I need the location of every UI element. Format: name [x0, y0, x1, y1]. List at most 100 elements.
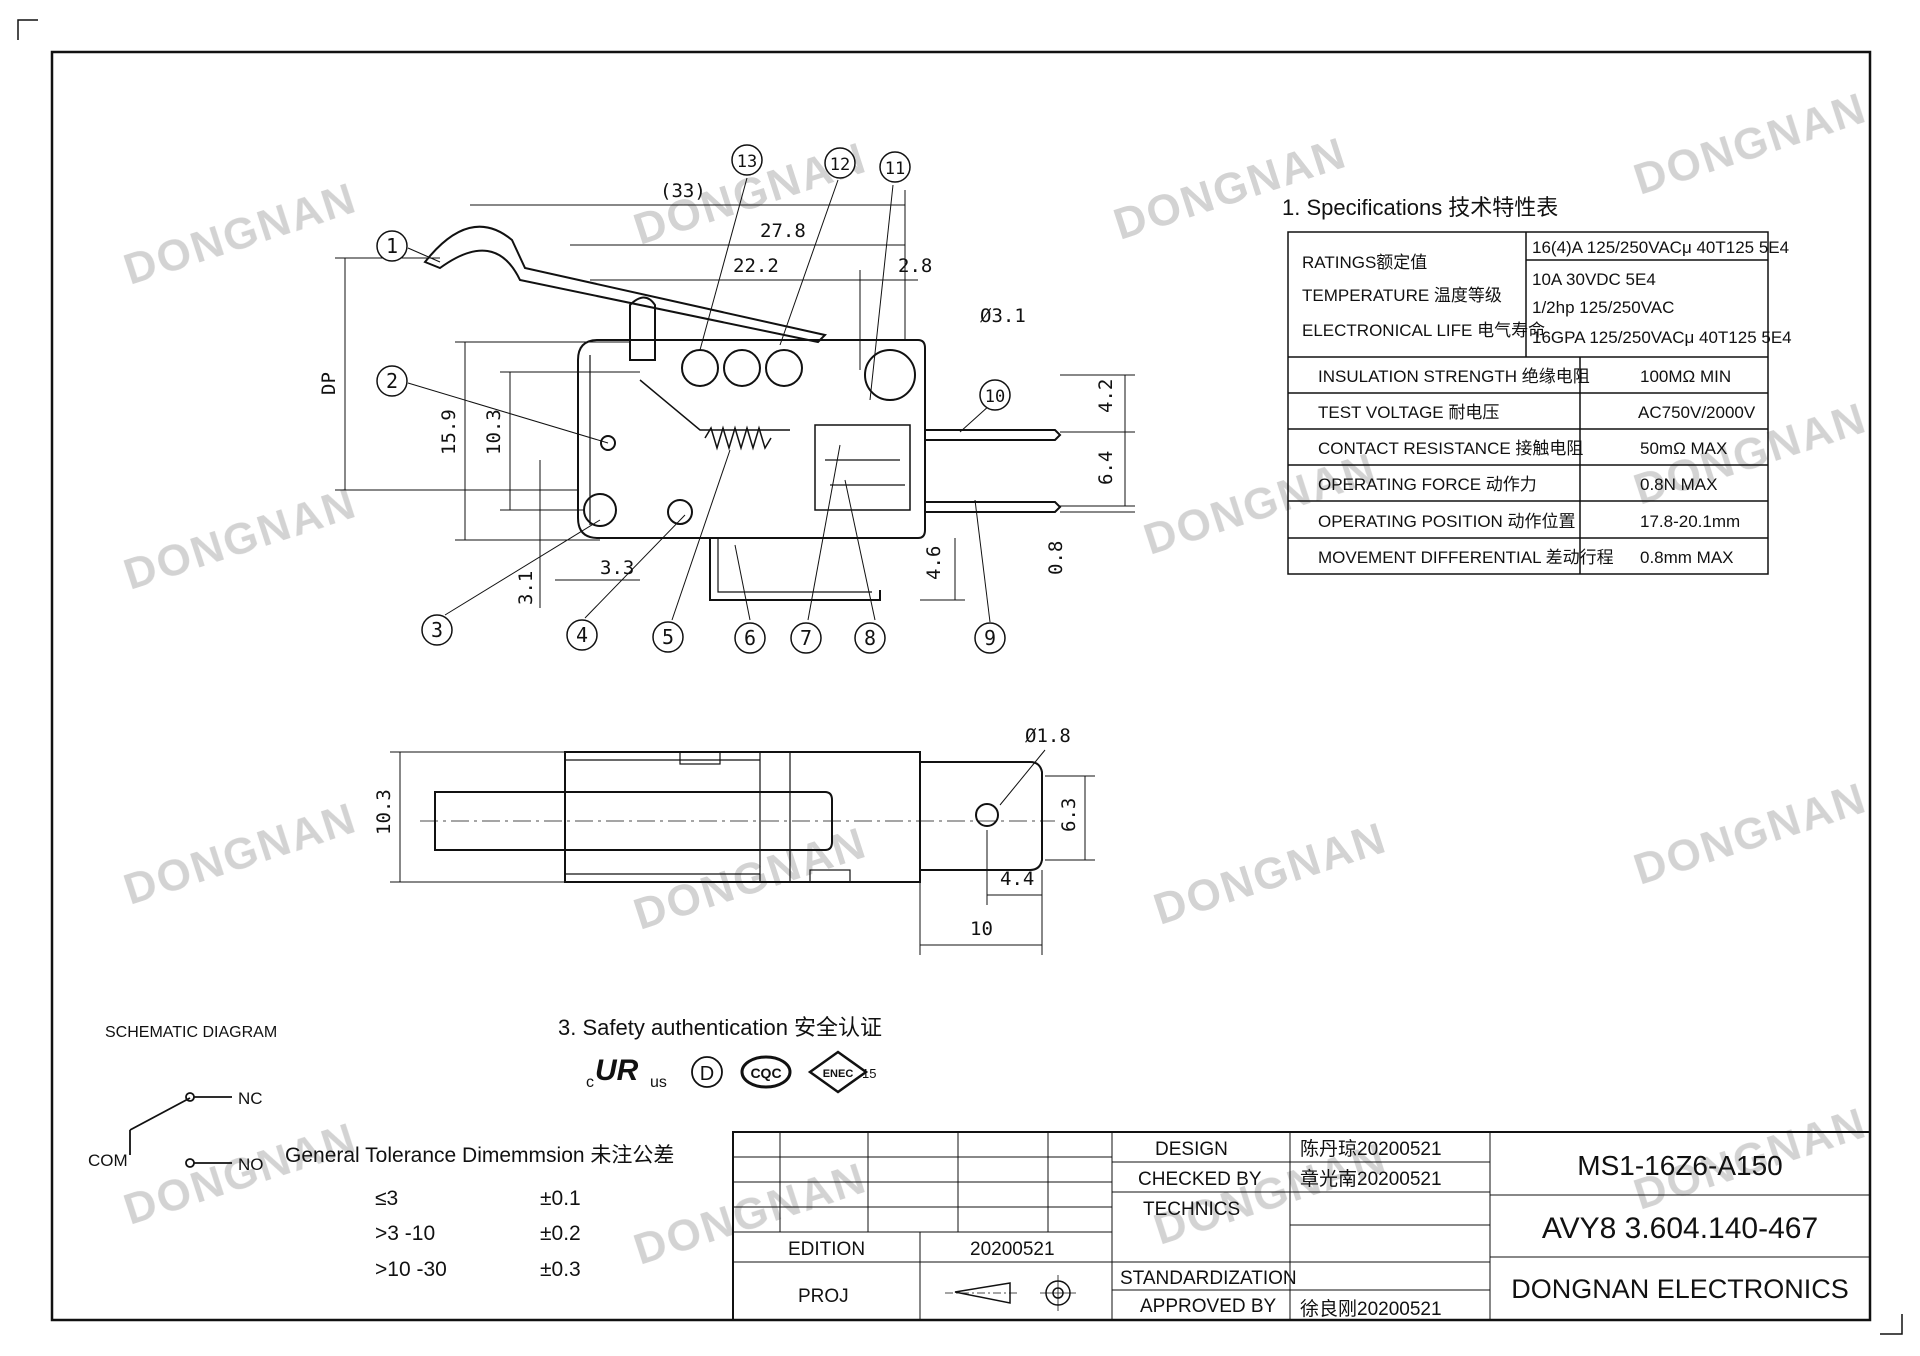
company-name: DONGNAN ELECTRONICS: [1511, 1274, 1849, 1304]
callout-5: 5: [652, 621, 684, 653]
svg-text:7: 7: [800, 626, 812, 650]
svg-text:6: 6: [744, 626, 756, 650]
top-view-dimension-labels: Ø1.8 10.3 6.3 4.4 10: [373, 725, 1080, 940]
checked-value: 章光南20200521: [1300, 1168, 1442, 1190]
spec-table: 1. Specifications 技术特性表 RATINGS额定值 TEMPE…: [1282, 195, 1792, 575]
tolerance-range: >10 -30: [375, 1258, 447, 1281]
spec-value-rating-2: 10A 30VDC 5E4: [1532, 270, 1656, 289]
dim-27-8: 27.8: [760, 220, 806, 242]
terminal-no: [925, 501, 1062, 513]
watermark: DONGNAN: [1628, 773, 1873, 894]
dim-10: 10: [970, 918, 993, 940]
top-view-body: [564, 751, 921, 883]
approved-label: APPROVED BY: [1140, 1296, 1277, 1317]
pivot-hole: [765, 349, 803, 387]
front-view-dimensions: [335, 190, 1135, 608]
checked-label: CHECKED BY: [1138, 1169, 1262, 1190]
svg-text:CQC: CQC: [750, 1065, 781, 1081]
switch-front-view: [423, 225, 1062, 601]
svg-text:2: 2: [386, 369, 398, 393]
callout-9: 9: [974, 622, 1006, 654]
safety-section: 3. Safety authentication 安全认证 c UR us D …: [558, 1015, 882, 1094]
technics-label: TECHNICS: [1143, 1199, 1240, 1220]
dim-10-3-top: 10.3: [373, 789, 395, 835]
spec-label: MOVEMENT DIFFERENTIAL 差动行程: [1318, 548, 1614, 567]
vde-mark-icon: D: [691, 1056, 723, 1088]
lever-arm: [423, 225, 827, 344]
dim-4-2: 4.2: [1095, 379, 1117, 413]
spec-label: OPERATING FORCE 动作力: [1318, 475, 1537, 494]
schematic-no: NO: [238, 1155, 264, 1174]
dim-dia-1-8: Ø1.8: [1025, 725, 1071, 747]
spec-label-life: ELECTRONICAL LIFE 电气寿命: [1302, 321, 1545, 340]
dim-4-6: 4.6: [923, 546, 945, 580]
svg-text:5: 5: [662, 625, 674, 649]
watermark: DONGNAN: [118, 478, 363, 599]
callout-bubbles: 1 2 3 4 5 6 7 8 9 10 11 12 13: [376, 144, 1011, 654]
edition-value: 20200521: [970, 1239, 1055, 1260]
tolerance-value: ±0.3: [540, 1258, 581, 1281]
dim-6-3: 6.3: [1058, 798, 1080, 832]
schematic-title: SCHEMATIC DIAGRAM: [105, 1024, 277, 1041]
spec-label: INSULATION STRENGTH 绝缘电阻: [1318, 367, 1590, 386]
dim-dp: DP: [318, 372, 340, 395]
pin: [600, 435, 616, 451]
spec-label-ratings: RATINGS额定值: [1302, 253, 1427, 272]
callout-6: 6: [734, 622, 766, 654]
spec-value: AC750V/2000V: [1638, 403, 1756, 422]
spec-value-rating-4: 16GPA 125/250VACμ 40T125 5E4: [1532, 328, 1792, 347]
spec-label: CONTACT RESISTANCE 接触电阻: [1318, 439, 1583, 458]
approved-value: 徐良刚20200521: [1300, 1298, 1442, 1320]
dim-22-2: 22.2: [733, 255, 779, 277]
mount-hole: [583, 493, 617, 527]
svg-text:ENEC: ENEC: [823, 1068, 854, 1080]
schematic-diagram: SCHEMATIC DIAGRAM NC NO COM: [88, 1024, 277, 1174]
front-view-dimension-labels: (33) 27.8 22.2 2.8 Ø3.1 DP 15.9 10.3 4.2…: [318, 180, 1117, 605]
svg-text:11: 11: [885, 159, 905, 179]
spec-value: 100MΩ MIN: [1640, 367, 1731, 386]
watermark: DONGNAN: [118, 173, 363, 294]
callout-4: 4: [566, 619, 598, 651]
dim-4-4: 4.4: [1000, 868, 1034, 890]
top-view-plunger: [434, 791, 833, 851]
svg-text:UR: UR: [595, 1054, 639, 1087]
switch-body: [577, 339, 926, 539]
dim-2-8: 2.8: [898, 255, 932, 277]
enec-mark-icon: ENEC 15: [807, 1050, 876, 1094]
top-view-terminal: [920, 761, 1043, 871]
dim-15-9: 15.9: [438, 409, 460, 455]
dim-33: (33): [660, 180, 706, 202]
terminal-nc: [925, 429, 1062, 441]
pivot-hole: [681, 349, 719, 387]
model-number: MS1-16Z6-A150: [1577, 1150, 1782, 1181]
svg-text:3: 3: [431, 618, 443, 642]
svg-text:12: 12: [830, 155, 850, 175]
callout-13: 13: [731, 144, 763, 176]
watermark: DONGNAN: [1148, 813, 1393, 934]
spec-title: 1. Specifications 技术特性表: [1282, 195, 1558, 220]
terminal-com: [709, 538, 881, 601]
svg-text:9: 9: [984, 626, 996, 650]
watermark: DONGNAN: [1138, 443, 1383, 564]
dim-dia-3-1: Ø3.1: [980, 305, 1026, 327]
callout-8: 8: [854, 622, 886, 654]
callout-10: 10: [979, 379, 1011, 411]
proj-label: PROJ: [798, 1286, 849, 1307]
spring: [704, 425, 772, 451]
plunger: [629, 296, 656, 361]
corner-mark: [1880, 1314, 1903, 1335]
dim-10-3: 10.3: [483, 409, 505, 455]
callout-7: 7: [790, 622, 822, 654]
cqc-mark-icon: CQC: [740, 1055, 792, 1089]
spec-value: 17.8-20.1mm: [1640, 512, 1740, 531]
spec-label: OPERATING POSITION 动作位置: [1318, 512, 1576, 531]
top-view-dimensions: [390, 749, 1095, 955]
watermark: DONGNAN: [1628, 83, 1873, 204]
callout-2: 2: [376, 365, 408, 397]
dim-3-1: 3.1: [515, 571, 537, 605]
ul-mark-icon: c UR us: [586, 1054, 667, 1091]
svg-text:1: 1: [386, 234, 398, 258]
spec-value: 50mΩ MAX: [1640, 439, 1727, 458]
svg-text:D: D: [700, 1063, 714, 1085]
tolerance-range: ≤3: [375, 1187, 398, 1210]
